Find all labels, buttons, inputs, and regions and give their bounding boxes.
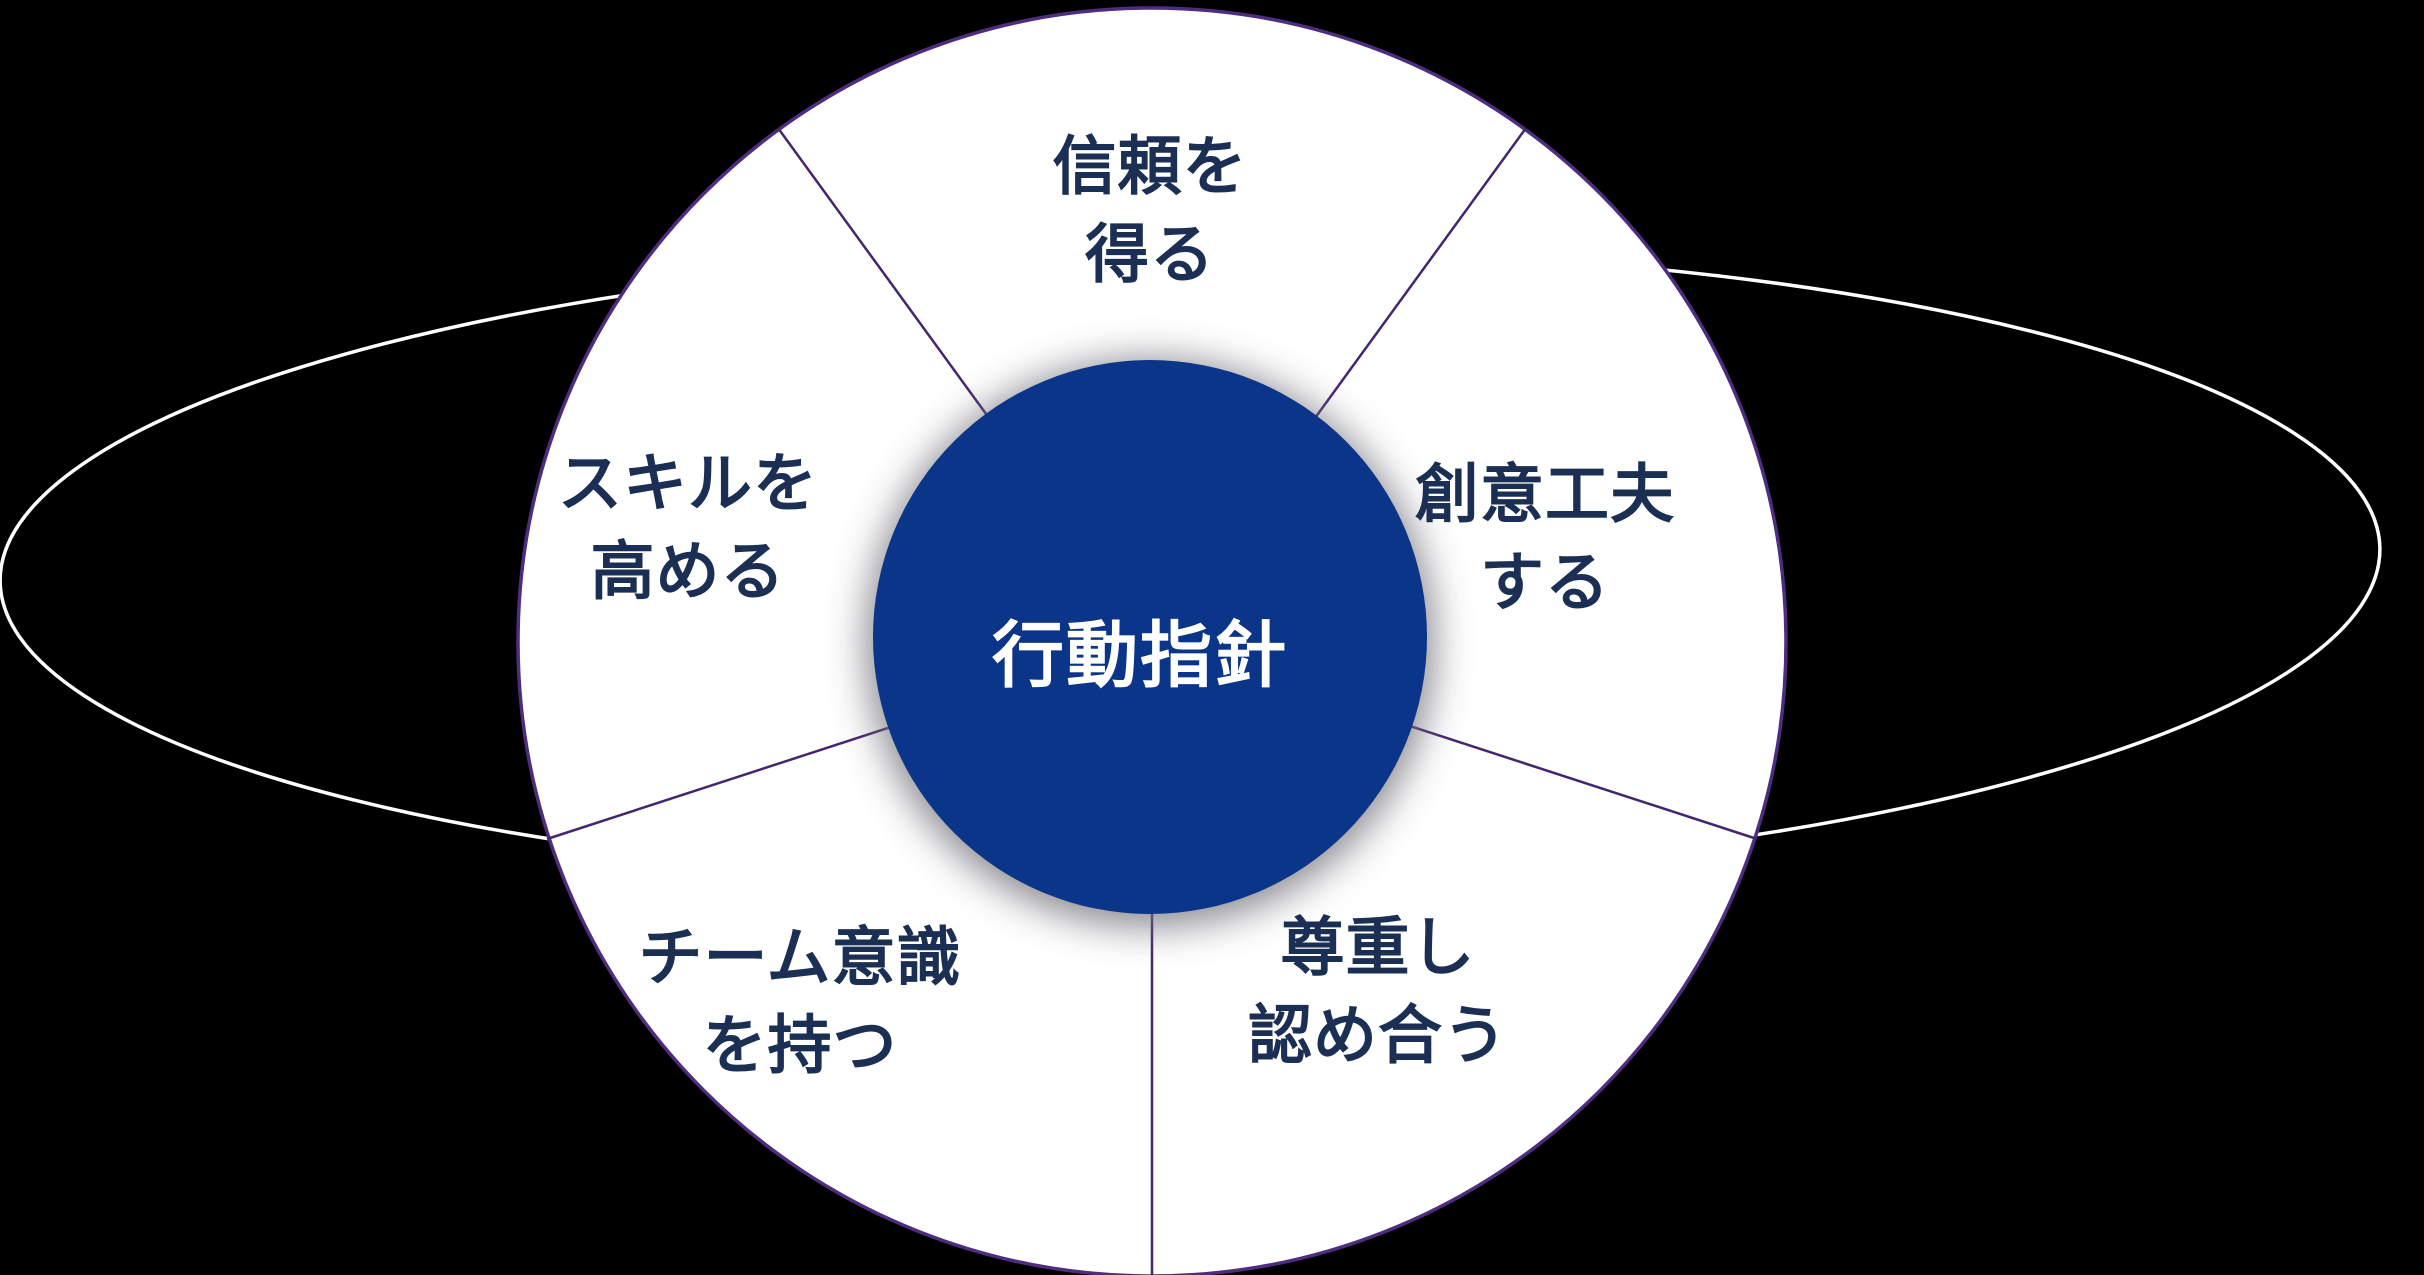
segment-label-left: スキルを 高める (558, 447, 818, 608)
segment-label-bottom-left: チーム意識 を持つ (638, 921, 962, 1082)
center-label: 行動指針 (991, 616, 1289, 697)
segment-label-top: 信頼を 得る (1052, 130, 1248, 291)
segment-label-right: 創意工夫 する (1415, 458, 1675, 619)
segment-label-bottom-right: 尊重し 認め合う (1248, 911, 1508, 1072)
center-circle (873, 360, 1427, 914)
